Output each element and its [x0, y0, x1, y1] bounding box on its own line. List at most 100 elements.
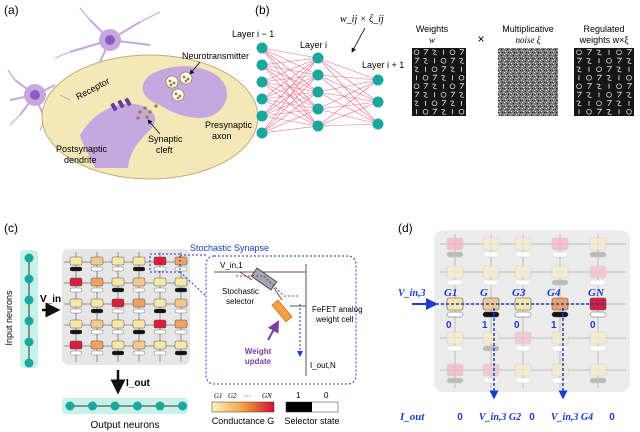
label-output-neurons: Output neurons — [91, 420, 160, 431]
nn-edge — [317, 101, 379, 127]
nn-node — [312, 52, 324, 64]
crossbar-cell — [111, 277, 125, 287]
label-iout-c: I_out — [126, 378, 151, 389]
crossbar-d-selector — [514, 251, 532, 258]
crossbar-cell — [69, 340, 83, 350]
synapse-zoom-box — [205, 255, 357, 385]
crossbar-d-selector — [514, 377, 532, 384]
input-neuron — [24, 337, 34, 347]
legend-selector-caption: Selector state — [284, 416, 339, 426]
selector-cell — [132, 350, 146, 356]
nn-edge — [261, 57, 319, 66]
selector-cell — [90, 308, 104, 314]
nn-edge — [261, 57, 319, 117]
crossbar-d-cell — [482, 363, 500, 377]
digit-glyph — [576, 83, 582, 90]
crossbar-d-selector — [551, 251, 569, 258]
crossbar-d-cell — [551, 265, 569, 279]
vesicles — [165, 71, 193, 102]
nn-edge — [317, 79, 379, 93]
digit-glyph — [627, 83, 633, 90]
digit-glyph — [576, 49, 582, 56]
output-neuron — [178, 401, 187, 411]
selector-cell — [174, 308, 188, 314]
digit-glyph — [414, 66, 419, 73]
nn-edge — [261, 74, 319, 134]
digit-glyph — [596, 83, 602, 90]
nn-node — [312, 86, 324, 98]
crossbar-d-cell — [482, 265, 500, 279]
digit-glyph — [458, 108, 465, 115]
digit-glyph — [440, 57, 447, 64]
legend-g2: G2 — [228, 392, 237, 400]
digit-glyph — [422, 108, 429, 115]
noise-title-line2: noise ξ — [515, 35, 540, 45]
nn-edge — [261, 57, 319, 83]
digit-glyph — [616, 49, 622, 56]
output-neuron — [155, 401, 165, 411]
d-output-2: V_in,3 G2 — [479, 412, 521, 423]
digit-glyph — [607, 66, 613, 73]
digit-glyph — [431, 100, 438, 107]
selector-cell — [132, 266, 146, 272]
crossbar-cells — [64, 252, 188, 362]
crossbar-cell — [132, 256, 146, 266]
selector-cell — [132, 287, 146, 293]
legend-g1: G1 — [214, 392, 223, 400]
input-neuron — [24, 358, 34, 368]
digit-glyph — [413, 49, 420, 56]
crossbar-cell — [132, 340, 146, 350]
digit-glyph — [616, 66, 622, 73]
crossbar-cell — [111, 256, 125, 266]
crossbar-d-cell — [589, 237, 607, 251]
selector-cell — [174, 329, 188, 335]
crossbar-d-selector — [482, 251, 500, 258]
crossbar-d-cell — [446, 297, 464, 311]
crossbar-cell — [69, 298, 83, 308]
weights-title-line2: w — [429, 35, 435, 45]
digit-glyph — [626, 92, 632, 98]
regulated-image — [574, 48, 634, 116]
digit-glyph — [597, 108, 603, 115]
legend-gn: GN — [262, 392, 272, 400]
crossbar-d-selector — [446, 377, 464, 384]
digit-glyph — [586, 92, 592, 98]
digit-glyph — [459, 58, 464, 64]
digit-glyph — [450, 91, 456, 98]
crossbar-d-selector — [514, 345, 532, 352]
crossbar-d-selector — [551, 311, 569, 318]
label-layer-prev: Layer i − 1 — [232, 29, 274, 39]
crossbar-cell — [153, 340, 167, 350]
d-g-label-4: G4 — [547, 287, 561, 299]
crossbar-d-selector — [482, 311, 500, 318]
crossbar-cell — [90, 319, 104, 329]
selector-cell — [153, 287, 167, 293]
label-fefet-line1: FeFET analog — [312, 305, 363, 314]
nn-node — [372, 74, 384, 86]
d-conductance-labels: G1 G G3 G4 GN — [444, 287, 605, 299]
label-postsynaptic-line1: Postsynaptic — [56, 144, 108, 154]
digit-glyph — [450, 100, 455, 107]
digit-glyph — [596, 49, 602, 56]
crossbar-d-cell — [551, 363, 569, 377]
digit-glyph — [440, 91, 447, 98]
digit-glyph — [606, 109, 612, 115]
noise-title-line1: Multiplicative — [502, 24, 554, 34]
selector-cell — [111, 308, 125, 314]
label-weight-update-line1: Weight — [245, 347, 272, 356]
crossbar-cell — [174, 340, 188, 350]
label-vin3: V_in,3 — [398, 288, 426, 299]
digit-glyph — [414, 100, 419, 107]
digit-glyph — [596, 100, 602, 107]
digit-glyph — [432, 74, 438, 81]
selector-cell — [69, 266, 83, 272]
crossbar-cell — [132, 319, 146, 329]
crossbar-cell — [174, 319, 188, 329]
digit-glyph — [626, 108, 632, 115]
digit-glyph — [606, 75, 612, 81]
digit-glyph — [586, 108, 592, 115]
label-selector-line1: Stochastic — [222, 287, 259, 296]
digit-glyph — [449, 49, 456, 56]
output-neuron — [110, 401, 120, 411]
